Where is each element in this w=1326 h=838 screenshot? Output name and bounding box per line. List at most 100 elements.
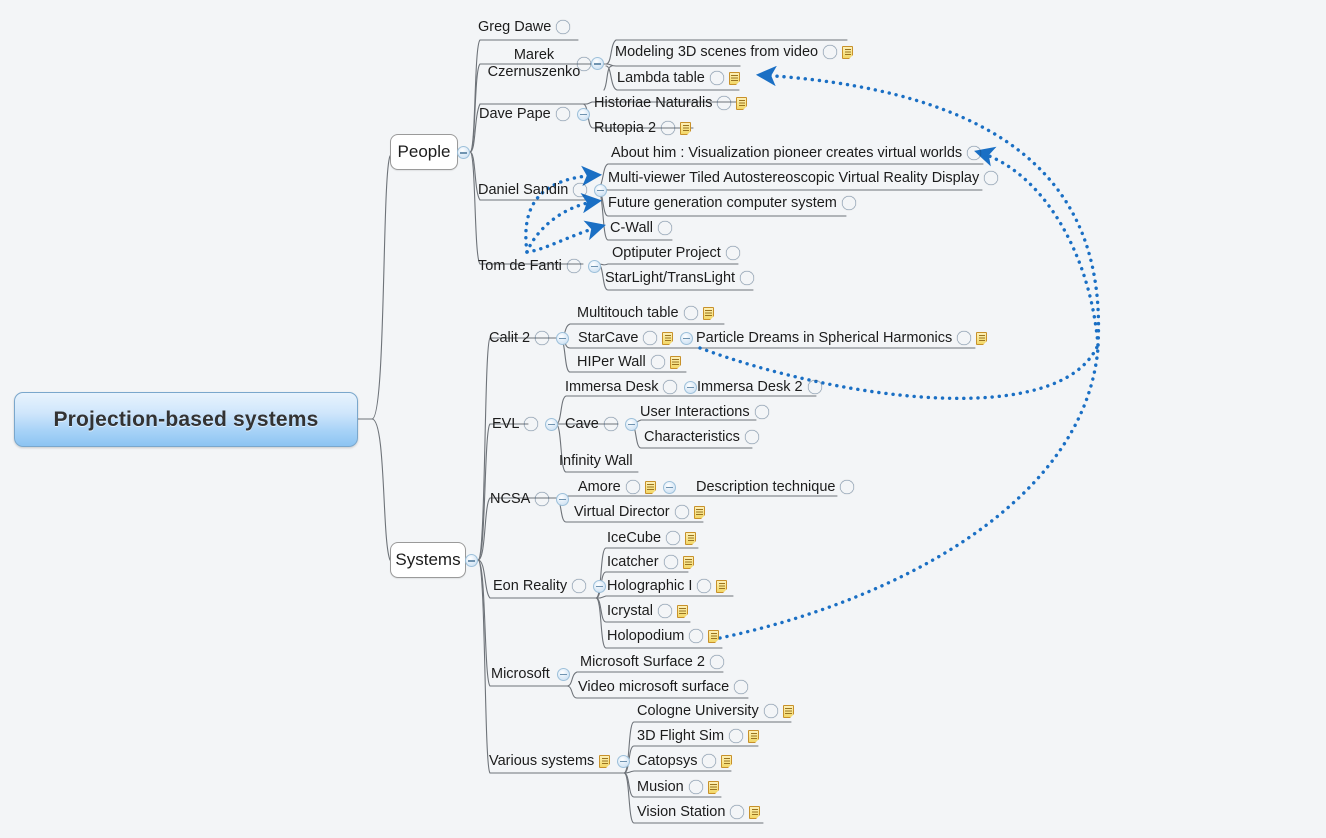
node-rutopia-2[interactable]: Rutopia 2 bbox=[594, 118, 692, 138]
node-daniel-sandin[interactable]: Daniel Sandin bbox=[478, 180, 608, 200]
node-tom-de-fanti-label: Tom de Fanti bbox=[478, 257, 562, 274]
collapse-minus-icon-eon-reality[interactable] bbox=[593, 579, 607, 593]
globe-icon bbox=[626, 480, 640, 494]
root-node-label: Projection-based systems bbox=[53, 407, 319, 431]
collapse-minus-icon-daniel-sandin[interactable] bbox=[594, 183, 608, 197]
globe-icon bbox=[675, 505, 689, 519]
collapse-minus-icon-amore[interactable] bbox=[662, 480, 676, 494]
note-icon bbox=[702, 306, 714, 320]
node-infinity-wall-label: Infinity Wall bbox=[559, 452, 633, 469]
node-immersa-desk-2-label: Immersa Desk 2 bbox=[697, 378, 803, 395]
node-future-generation-computer-system-label: Future generation computer system bbox=[608, 194, 837, 211]
node-historiae-naturalis-label: Historiae Naturalis bbox=[594, 94, 713, 111]
node-icecube[interactable]: IceCube bbox=[607, 528, 697, 548]
collapse-minus-icon-various-systems[interactable] bbox=[617, 754, 631, 768]
node-holopodium[interactable]: Holopodium bbox=[607, 626, 720, 646]
node-virtual-director[interactable]: Virtual Director bbox=[574, 502, 705, 522]
node-hiper-wall[interactable]: HIPer Wall bbox=[577, 352, 681, 372]
branch-node-people[interactable]: People bbox=[390, 134, 458, 170]
note-icon bbox=[644, 480, 656, 494]
collapse-minus-icon-systems[interactable] bbox=[465, 554, 478, 567]
branch-node-systems[interactable]: Systems bbox=[390, 542, 466, 578]
globe-icon bbox=[702, 754, 716, 768]
node-3d-flight-sim[interactable]: 3D Flight Sim bbox=[637, 726, 760, 746]
node-marek-czernuszenko[interactable]: Marek Czernuszenko bbox=[484, 46, 584, 82]
node-lambda-table[interactable]: Lambda table bbox=[617, 68, 740, 88]
node-tom-de-fanti[interactable]: Tom de Fanti bbox=[478, 256, 601, 276]
node-evl-label: EVL bbox=[492, 415, 520, 432]
node-icatcher-label: Icatcher bbox=[607, 553, 659, 570]
node-musion[interactable]: Musion bbox=[637, 777, 719, 797]
globe-icon bbox=[658, 221, 672, 235]
node-icatcher[interactable]: Icatcher bbox=[607, 552, 694, 572]
node-about-him[interactable]: About him : Visualization pioneer create… bbox=[611, 143, 981, 163]
node-cave[interactable]: Cave bbox=[565, 414, 638, 434]
node-about-him-label: About him : Visualization pioneer create… bbox=[611, 144, 963, 161]
node-eon-reality[interactable]: Eon Reality bbox=[493, 576, 607, 596]
node-future-generation-computer-system[interactable]: Future generation computer system bbox=[608, 193, 856, 213]
node-cave-label: Cave bbox=[565, 415, 599, 432]
globe-icon bbox=[717, 96, 731, 110]
note-icon bbox=[721, 754, 733, 768]
node-vision-station[interactable]: Vision Station bbox=[637, 802, 761, 822]
node-marek-czernuszenko-label-line2: Czernuszenko bbox=[487, 64, 581, 80]
globe-icon bbox=[666, 531, 680, 545]
node-description-technique[interactable]: Description technique bbox=[696, 477, 854, 497]
node-evl[interactable]: EVL bbox=[492, 414, 559, 434]
collapse-minus-icon-evl[interactable] bbox=[545, 417, 559, 431]
node-icrystal[interactable]: Icrystal bbox=[607, 601, 688, 621]
node-ncsa[interactable]: NCSA bbox=[490, 489, 570, 509]
node-dave-pape[interactable]: Dave Pape bbox=[479, 104, 590, 124]
node-immersa-desk-2[interactable]: Immersa Desk 2 bbox=[697, 377, 822, 397]
node-microsoft-surface-2[interactable]: Microsoft Surface 2 bbox=[580, 652, 724, 672]
collapse-minus-icon-starcave[interactable] bbox=[680, 331, 694, 345]
collapse-minus-icon-calit-2[interactable] bbox=[556, 331, 570, 345]
node-dave-pape-label: Dave Pape bbox=[479, 105, 551, 122]
node-characteristics[interactable]: Characteristics bbox=[644, 427, 759, 447]
collapse-minus-icon-ncsa[interactable] bbox=[556, 492, 570, 506]
node-modeling-3d-scenes[interactable]: Modeling 3D scenes from video bbox=[615, 42, 854, 62]
root-node[interactable]: Projection-based systems bbox=[14, 392, 358, 447]
globe-icon bbox=[573, 183, 587, 197]
node-calit-2-label: Calit 2 bbox=[489, 329, 531, 346]
node-icrystal-label: Icrystal bbox=[607, 602, 653, 619]
node-multitouch-table[interactable]: Multitouch table bbox=[577, 303, 714, 323]
globe-icon bbox=[984, 171, 998, 185]
node-starcave[interactable]: StarCave bbox=[578, 328, 694, 348]
node-catopsys[interactable]: Catopsys bbox=[637, 751, 733, 771]
relationship-arrow-sandin-to-future-gen bbox=[525, 193, 603, 254]
branch-node-people-label: People bbox=[397, 142, 451, 161]
collapse-minus-icon-immersa-desk[interactable] bbox=[684, 380, 698, 394]
node-c-wall[interactable]: C-Wall bbox=[610, 218, 672, 238]
node-holographic-i[interactable]: Holographic I bbox=[607, 576, 728, 596]
node-optiputer-project[interactable]: Optiputer Project bbox=[612, 243, 740, 263]
node-multi-viewer-display[interactable]: Multi-viewer Tiled Autostereoscopic Virt… bbox=[608, 168, 998, 188]
node-immersa-desk[interactable]: Immersa Desk bbox=[565, 377, 698, 397]
collapse-minus-icon-cave[interactable] bbox=[624, 417, 638, 431]
node-video-microsoft-surface[interactable]: Video microsoft surface bbox=[578, 677, 748, 697]
collapse-minus-icon-microsoft[interactable] bbox=[556, 667, 570, 681]
collapse-minus-icon-marek[interactable] bbox=[591, 57, 604, 70]
node-particle-dreams[interactable]: Particle Dreams in Spherical Harmonics bbox=[696, 328, 988, 348]
node-microsoft[interactable]: Microsoft bbox=[491, 664, 570, 684]
node-various-systems[interactable]: Various systems bbox=[489, 751, 631, 771]
note-icon bbox=[599, 754, 611, 768]
note-icon bbox=[707, 780, 719, 794]
node-catopsys-label: Catopsys bbox=[637, 752, 698, 769]
node-lambda-table-label: Lambda table bbox=[617, 69, 705, 86]
node-cologne-university[interactable]: Cologne University bbox=[637, 701, 794, 721]
node-amore[interactable]: Amore bbox=[578, 477, 676, 497]
node-user-interactions[interactable]: User Interactions bbox=[640, 402, 769, 422]
node-greg-dawe[interactable]: Greg Dawe bbox=[478, 17, 570, 37]
node-calit-2[interactable]: Calit 2 bbox=[489, 328, 570, 348]
collapse-minus-icon-tom-de-fanti[interactable] bbox=[587, 259, 601, 273]
node-ncsa-label: NCSA bbox=[490, 490, 531, 507]
collapse-minus-icon-dave-pape[interactable] bbox=[576, 107, 590, 121]
collapse-minus-icon-people[interactable] bbox=[457, 146, 470, 159]
node-starlight-translight[interactable]: StarLight/TransLight bbox=[605, 268, 754, 288]
node-infinity-wall[interactable]: Infinity Wall bbox=[559, 451, 633, 471]
node-musion-label: Musion bbox=[637, 778, 684, 795]
node-vision-station-label: Vision Station bbox=[637, 803, 726, 820]
node-historiae-naturalis[interactable]: Historiae Naturalis bbox=[594, 93, 748, 113]
